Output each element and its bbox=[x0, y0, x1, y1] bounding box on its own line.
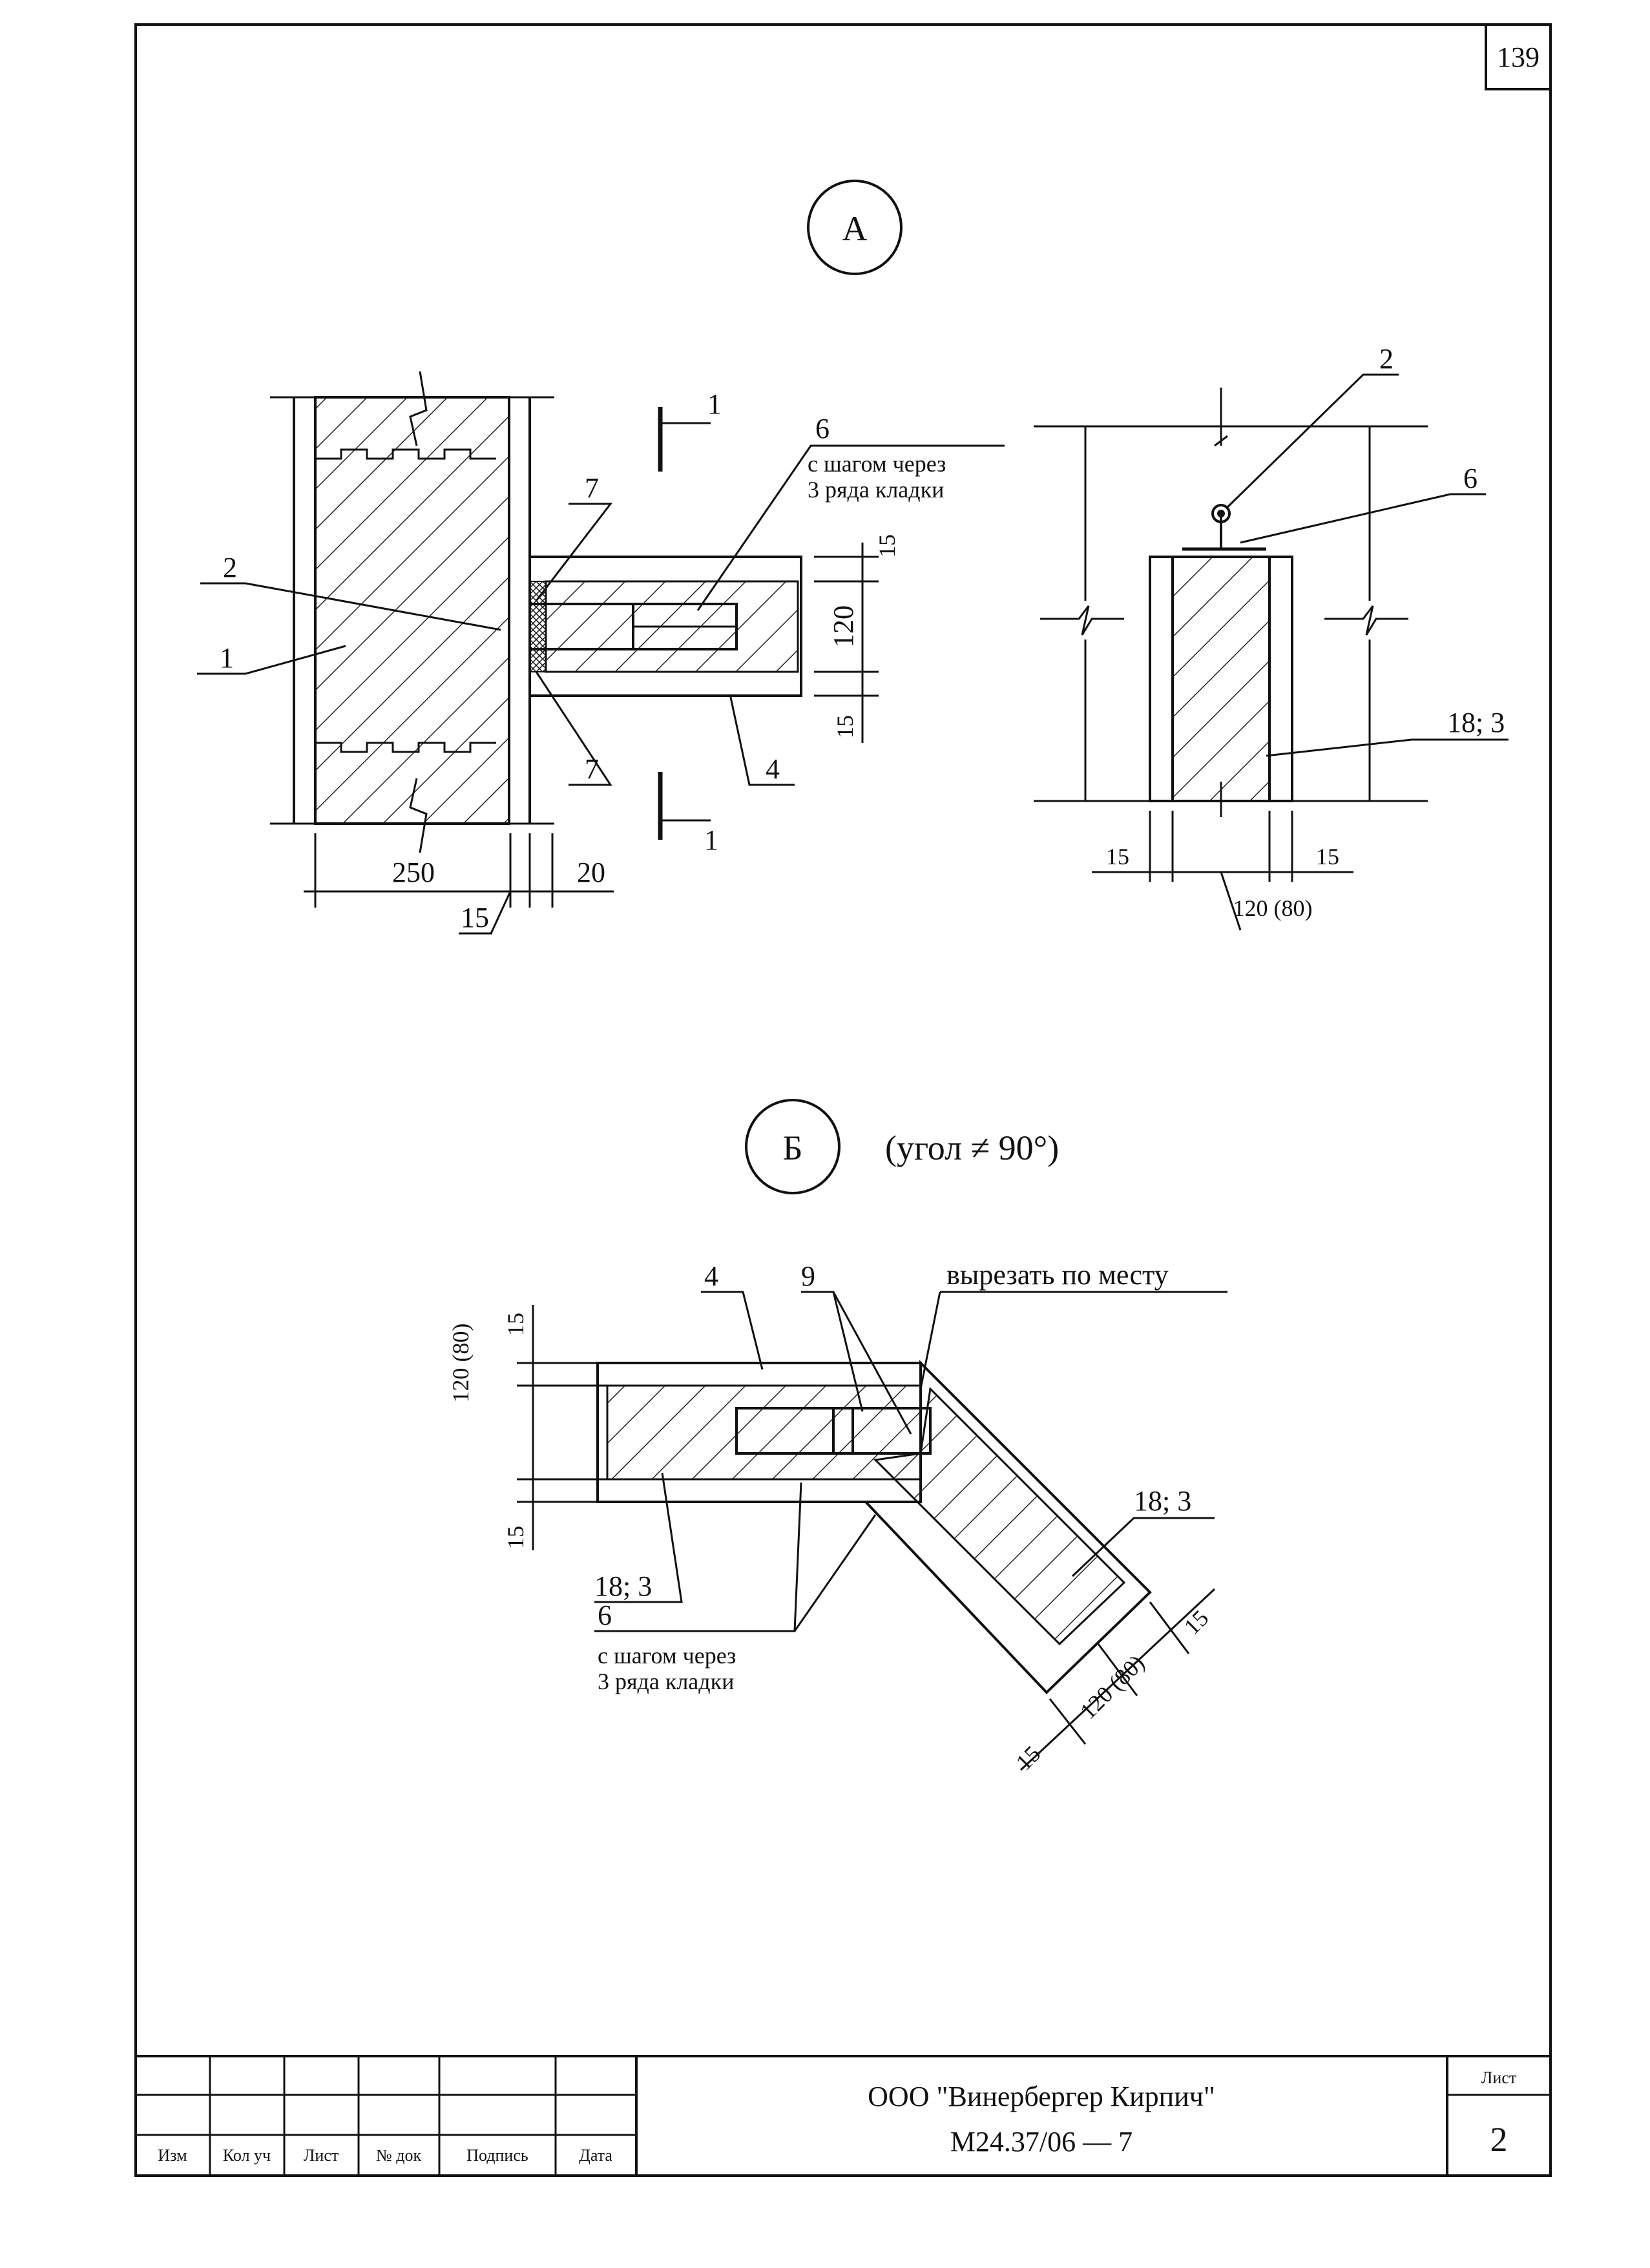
callout-18-b-left: 18; 3 bbox=[594, 1570, 652, 1602]
anchor-dot bbox=[1217, 510, 1225, 517]
view-a-marker: А bbox=[807, 180, 903, 275]
view-a-leaders bbox=[197, 444, 1005, 786]
callout-6-b: 6 bbox=[598, 1599, 612, 1631]
dim-120-80-section: 120 (80) bbox=[1233, 895, 1313, 921]
dim-250: 250 bbox=[392, 857, 435, 888]
view-a: А 1 bbox=[197, 180, 1509, 935]
dim-15-b-diag-2: 15 bbox=[1179, 1605, 1214, 1640]
callout-2-section: 2 bbox=[1379, 343, 1394, 375]
callout-18-section: 18; 3 bbox=[1447, 707, 1505, 738]
dim-15-bottom-a: 15 bbox=[832, 715, 858, 738]
angle-note: (угол ≠ 90°) bbox=[885, 1129, 1059, 1167]
dim-120-80-b-diag: 120 (80) bbox=[1075, 1650, 1149, 1724]
dim-15-b-diag-1: 15 bbox=[1011, 1741, 1046, 1776]
view-b-marker-letter: Б bbox=[782, 1129, 802, 1167]
tb-col-izm: Изм bbox=[158, 2146, 187, 2165]
tb-col-list: Лист bbox=[304, 2146, 339, 2165]
callout-6-note-1: с шагом через bbox=[808, 451, 946, 477]
tb-company: ООО "Винербергер Кирпич" bbox=[868, 2081, 1215, 2112]
dim-20: 20 bbox=[577, 857, 605, 888]
section-label-bottom: 1 bbox=[704, 824, 718, 856]
tb-col-kol-uch: Кол уч bbox=[223, 2146, 271, 2165]
dim-15-top-a: 15 bbox=[874, 534, 900, 557]
view-a-dimensions bbox=[304, 543, 879, 935]
callout-9-b: 9 bbox=[801, 1260, 815, 1292]
callout-2: 2 bbox=[223, 552, 237, 583]
tb-col-data: Дата bbox=[579, 2146, 612, 2165]
section-1-1 bbox=[1034, 373, 1509, 931]
section-label-top: 1 bbox=[707, 388, 722, 420]
section-marker-bottom: 1 bbox=[658, 772, 718, 856]
callout-6-section: 6 bbox=[1463, 463, 1478, 494]
callout-4-b: 4 bbox=[704, 1260, 718, 1292]
callout-6-b-note-2: 3 ряда кладки bbox=[598, 1669, 734, 1694]
partition-plan bbox=[528, 556, 802, 697]
partition-straight-b bbox=[596, 1362, 932, 1503]
callout-7-bottom: 7 bbox=[585, 753, 599, 785]
callout-18-b-right: 18; 3 bbox=[1134, 1485, 1191, 1517]
section-marker-top: 1 bbox=[658, 388, 722, 472]
callout-6: 6 bbox=[815, 413, 830, 444]
dim-15-a: 15 bbox=[461, 902, 489, 933]
view-a-marker-letter: А bbox=[842, 209, 868, 248]
dim-120-80-b: 120 (80) bbox=[448, 1324, 474, 1403]
view-b: Б (угол ≠ 90°) bbox=[448, 1099, 1227, 1776]
dim-15-left-section: 15 bbox=[1106, 844, 1129, 869]
dim-15-b-top: 15 bbox=[503, 1313, 528, 1336]
main-wall-plan bbox=[270, 371, 554, 853]
callout-7-top: 7 bbox=[585, 472, 599, 504]
view-b-leaders bbox=[517, 1291, 1227, 1771]
title-block bbox=[134, 2055, 1552, 2177]
tb-col-podpis: Подпись bbox=[466, 2146, 528, 2165]
sheet-frame bbox=[134, 23, 1552, 2177]
sheet-number-top: 139 bbox=[1497, 41, 1540, 73]
callout-6-note-2: 3 ряда кладки bbox=[808, 477, 944, 503]
callout-cut-b: вырезать по месту bbox=[946, 1259, 1169, 1291]
dim-15-right-section: 15 bbox=[1316, 844, 1339, 869]
tb-sheet-value: 2 bbox=[1490, 2120, 1508, 2159]
callout-6-b-note-1: с шагом через bbox=[598, 1643, 736, 1669]
partition-angled-b bbox=[851, 1360, 1152, 1694]
dim-120-a: 120 bbox=[828, 605, 859, 648]
tb-sheet-label: Лист bbox=[1481, 2068, 1516, 2087]
callout-1: 1 bbox=[220, 642, 234, 674]
sheet-number-box: 139 bbox=[1485, 23, 1552, 90]
callout-4: 4 bbox=[766, 753, 780, 785]
tb-code: М24.37/06 — 7 bbox=[950, 2126, 1133, 2158]
dim-15-b-bottom: 15 bbox=[503, 1526, 528, 1549]
tb-col-nom-dok: № док bbox=[376, 2146, 422, 2165]
view-b-marker: Б bbox=[745, 1099, 841, 1194]
